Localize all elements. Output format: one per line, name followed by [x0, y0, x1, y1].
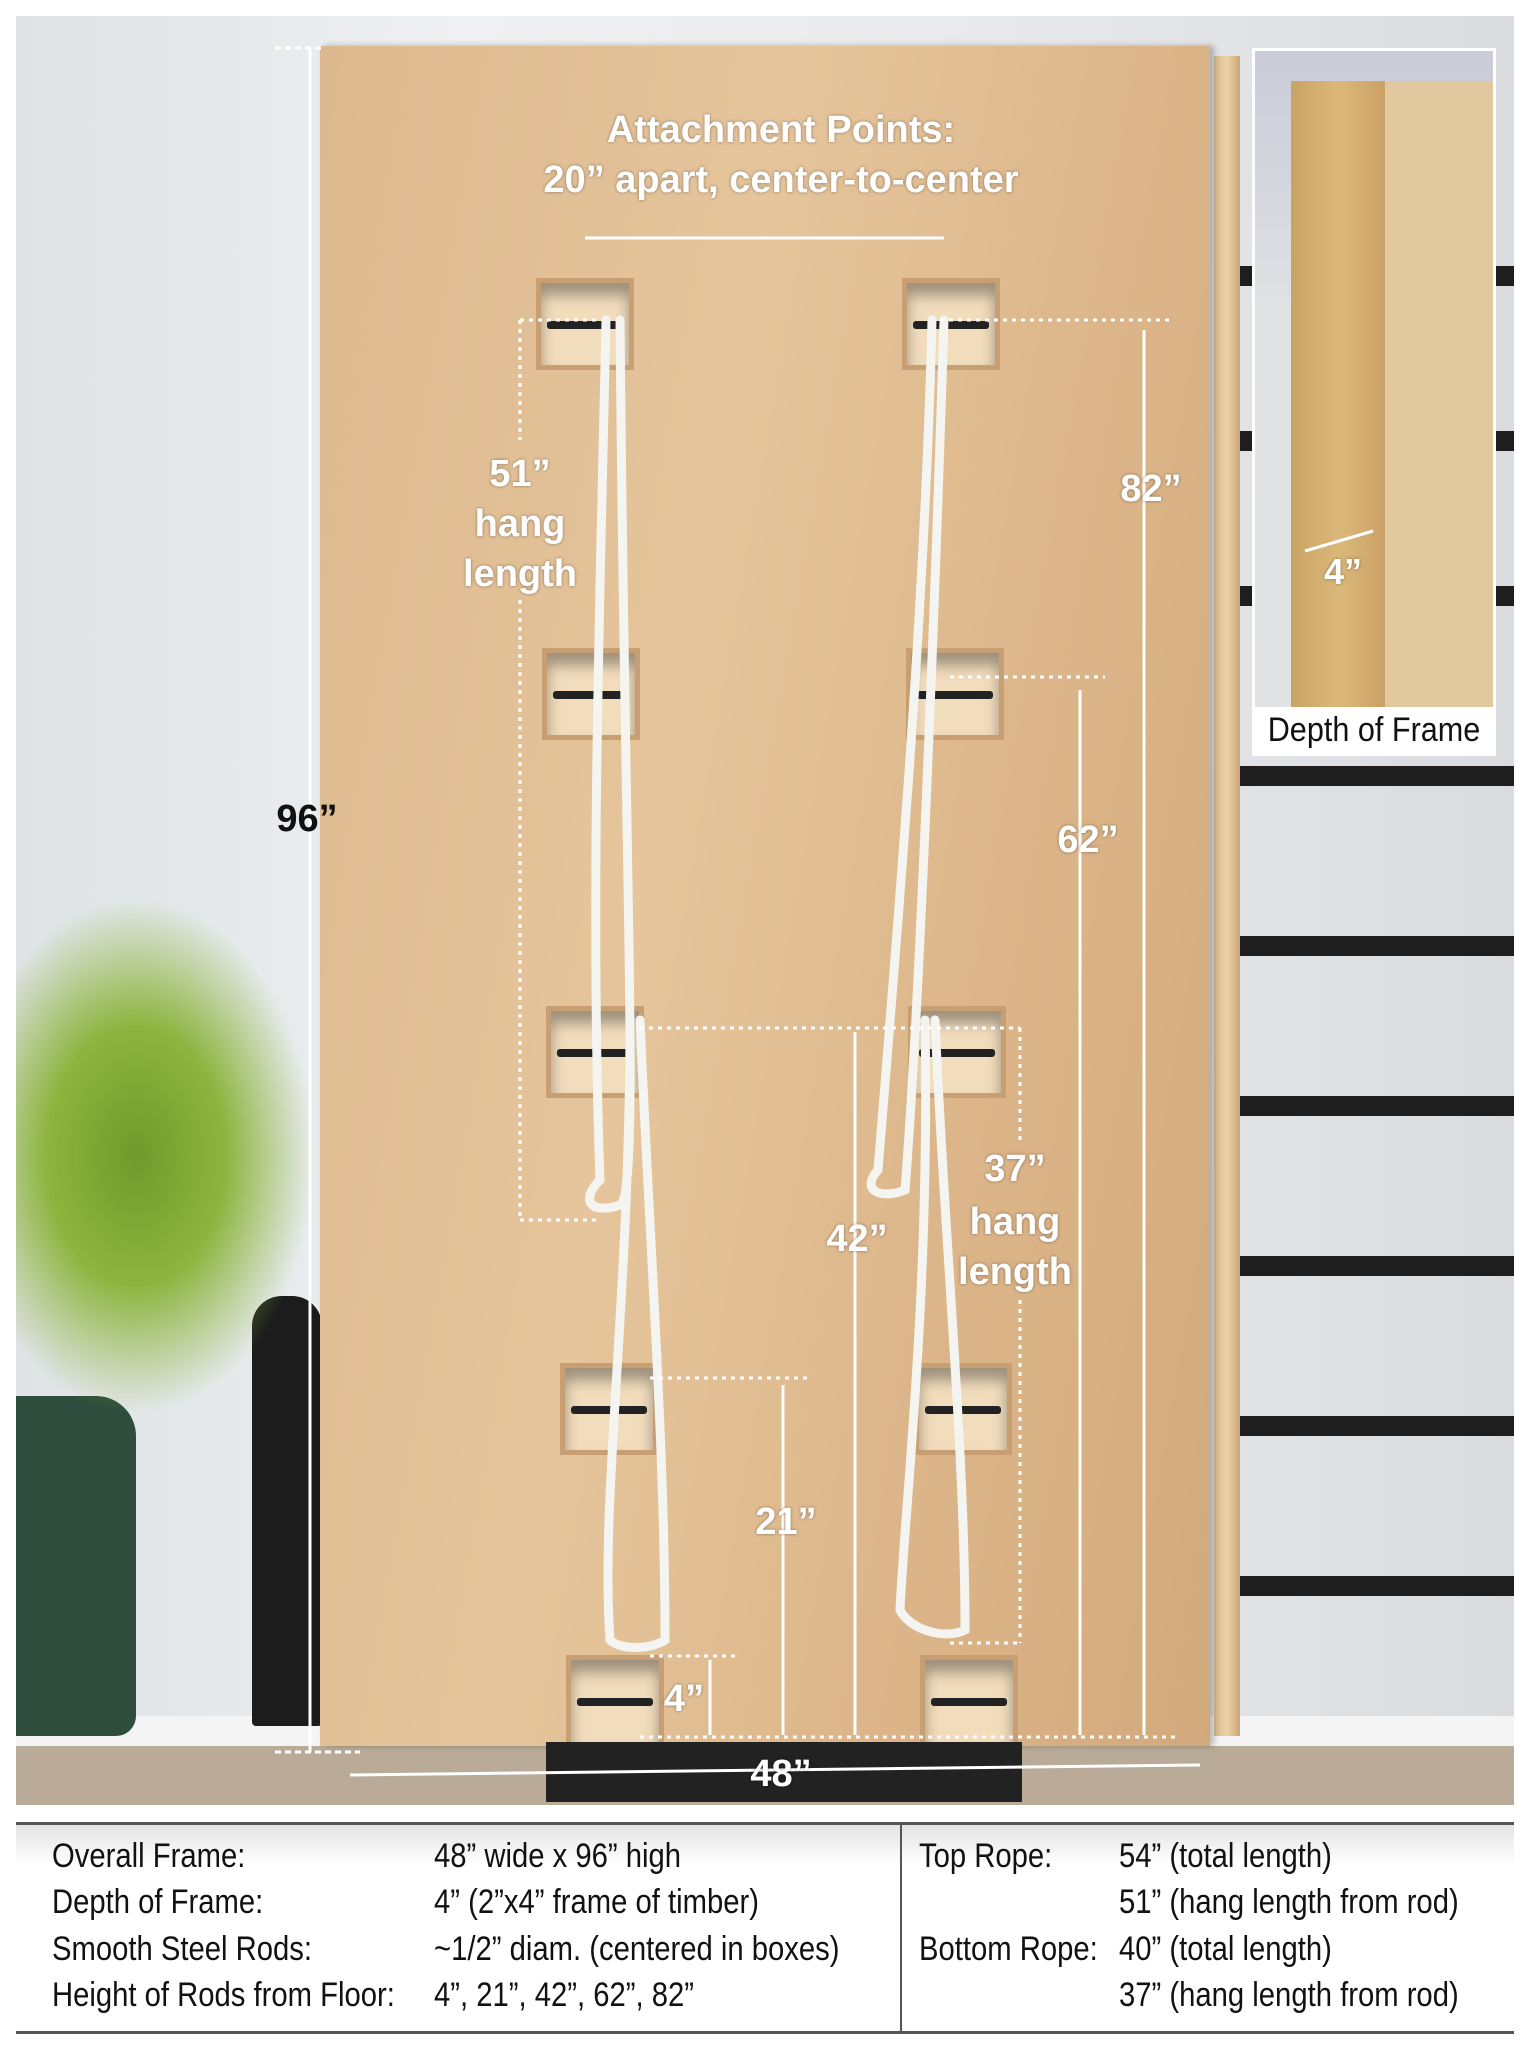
depth-inset: 4” Depth of Frame: [1252, 48, 1496, 756]
plant: [16, 896, 316, 1416]
wall-bar: [1240, 936, 1514, 956]
spec-label: Height of Rods from Floor:: [52, 1976, 395, 2014]
steel-rod: [577, 1697, 653, 1706]
rope-value: 37” (hang length from rod): [1119, 1976, 1459, 2014]
bottom-rope-right: [895, 1015, 970, 1639]
rod-42-label: 42”: [826, 1218, 888, 1260]
bottom-rope-left: [603, 1015, 670, 1652]
spec-value: ~1/2” diam. (centered in boxes): [434, 1930, 840, 1968]
rod-82-label: 82”: [1120, 468, 1182, 510]
wall-bar: [1240, 1416, 1514, 1436]
wall-bar: [1240, 1256, 1514, 1276]
rod-21-label: 21”: [755, 1501, 817, 1543]
frame-face: [1385, 81, 1493, 707]
specs-table: Overall Frame: 48” wide x 96” high Depth…: [16, 1822, 1514, 2034]
rope-value: 54” (total length): [1119, 1837, 1332, 1875]
spec-label: Depth of Frame:: [52, 1883, 264, 1921]
frame-edge: [1291, 81, 1386, 707]
bottom-hang-value: 37”: [984, 1148, 1046, 1190]
steel-rod: [925, 1405, 1001, 1414]
steel-rod: [931, 1697, 1007, 1706]
bottom-hang-word: length: [958, 1251, 1072, 1293]
rod-4-label: 4”: [663, 1678, 705, 1720]
spec-label: Smooth Steel Rods:: [52, 1930, 313, 1968]
top-hang-value: 51”: [489, 453, 551, 495]
top-rope-left: [585, 315, 635, 1213]
height-label: 96”: [276, 798, 338, 840]
rope-label: Top Rope:: [919, 1837, 1053, 1875]
steel-rod: [917, 690, 993, 699]
steel-rod: [553, 690, 629, 699]
width-dimension-line: [349, 1763, 1201, 1777]
top-hang-word: length: [463, 553, 577, 595]
table-divider: [900, 1825, 902, 2031]
side-frame: [1214, 56, 1240, 1736]
spec-value: 4”, 21”, 42”, 62”, 82”: [434, 1976, 695, 2014]
rod-62-label: 62”: [1057, 819, 1119, 861]
spec-value: 48” wide x 96” high: [434, 1837, 682, 1875]
inset-depth-label: 4”: [1323, 551, 1363, 592]
width-label: 48”: [750, 1753, 812, 1795]
steel-rod: [571, 1405, 647, 1414]
attachment-points-title: Attachment Points:: [606, 109, 956, 151]
wall-bar: [1240, 766, 1514, 786]
top-hang-word: hang: [474, 503, 566, 545]
annotation-overlay: [275, 315, 1201, 1777]
rod-box: [902, 278, 1000, 370]
wall-bar: [1240, 1096, 1514, 1116]
bottom-hang-word: hang: [969, 1201, 1061, 1243]
rod-box: [536, 278, 634, 370]
inset-caption: Depth of Frame: [1267, 711, 1481, 749]
plywood-board: [320, 46, 1210, 1747]
steel-rod: [913, 320, 989, 329]
wall-bar: [1240, 1576, 1514, 1596]
rope-value: 40” (total length): [1119, 1930, 1332, 1968]
top-rope-right: [866, 315, 949, 1199]
steel-rod: [919, 1048, 995, 1057]
spec-value: 4” (2”x4” frame of timber): [434, 1883, 759, 1921]
inset-photo: 4”: [1255, 51, 1493, 707]
rod-box: [920, 1655, 1018, 1747]
rod-box: [906, 648, 1004, 740]
rope-label: Bottom Rope:: [919, 1930, 1098, 1968]
rope-value: 51” (hang length from rod): [1119, 1883, 1459, 1921]
attachment-points-subtitle: 20” apart, center-to-center: [543, 159, 1019, 201]
plant-pot: [16, 1396, 136, 1736]
steel-rod: [547, 320, 623, 329]
rod-box: [566, 1655, 664, 1747]
spec-label: Overall Frame:: [52, 1837, 246, 1875]
